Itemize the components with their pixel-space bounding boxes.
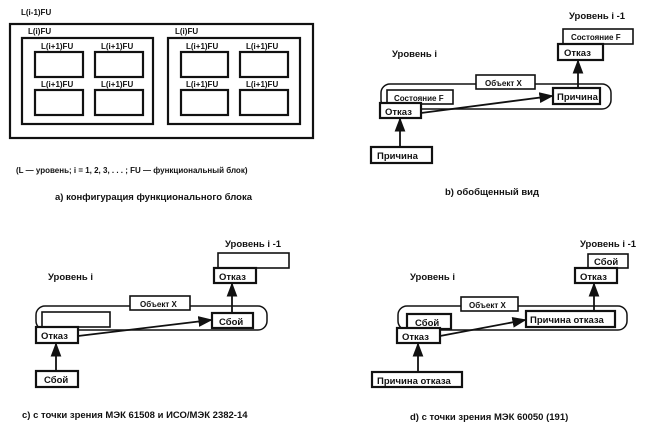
inner-fu-box xyxy=(93,50,145,79)
right-cause-text: Причина xyxy=(557,92,599,103)
bottom-cause-box xyxy=(370,370,464,389)
bottom-cause-box xyxy=(369,145,434,165)
arrow-failure-to-cause xyxy=(420,92,554,114)
level-lower-label: Уровень i xyxy=(48,272,93,283)
caption-d: d) с точки зрения МЭК 60050 (191) xyxy=(410,412,568,423)
level-upper-label: Уровень i -1 xyxy=(580,239,637,250)
object-box xyxy=(129,295,191,311)
inner-fu-label: L(i+1)FU xyxy=(101,80,133,89)
right-fault-text: Сбой xyxy=(219,317,243,328)
lower-failure-text: Отказ xyxy=(41,331,68,342)
upper-failure-text: Отказ xyxy=(564,48,591,59)
right-cause-text: Причина отказа xyxy=(530,315,604,326)
panel-b: Уровень i -1 Состояние F Отказ Уровень i… xyxy=(369,11,634,198)
outer-fu-label: L(i-1)FU xyxy=(21,8,51,17)
inner-fu-label: L(i+1)FU xyxy=(41,42,73,51)
panel-c: Уровень i -1 Отказ Уровень i Объект X От… xyxy=(22,239,290,421)
caption-b: b) обобщенный вид xyxy=(445,187,539,198)
inner-fu-label: L(i+1)FU xyxy=(101,42,133,51)
object-text: Объект X xyxy=(140,300,177,309)
mid-fu-label: L(i)FU xyxy=(28,27,51,36)
inner-fu-box xyxy=(238,50,290,79)
bottom-fault-box xyxy=(34,369,80,389)
inner-fu-box xyxy=(179,50,230,79)
inner-fu-label: L(i+1)FU xyxy=(246,42,278,51)
legend-text: (L — уровень; i = 1, 2, 3, . . . ; FU — … xyxy=(16,166,248,175)
object-text: Объект X xyxy=(469,301,506,310)
panel-a: L(i-1)FU L(i)FU L(i)FU L(i+1)FU L(i+1)FU… xyxy=(8,8,315,203)
caption-c: c) с точки зрения МЭК 61508 и ИСО/МЭК 23… xyxy=(22,410,248,421)
inner-fu-box xyxy=(33,50,85,79)
level-lower-label: Уровень i xyxy=(392,49,437,60)
upper-empty-box xyxy=(217,252,290,269)
inner-fu-label: L(i+1)FU xyxy=(41,80,73,89)
inner-fu-label: L(i+1)FU xyxy=(186,80,218,89)
upper-fault-text: Сбой xyxy=(594,257,618,268)
bottom-cause-text: Причина xyxy=(377,151,419,162)
upper-failure-text: Отказ xyxy=(580,272,607,283)
level-lower-label: Уровень i xyxy=(410,272,455,283)
inner-fu-label: L(i+1)FU xyxy=(186,42,218,51)
lower-empty-box xyxy=(41,311,111,328)
inner-fu-box xyxy=(33,88,85,117)
inner-fu-box xyxy=(238,88,290,117)
lower-failure-text: Отказ xyxy=(385,107,412,118)
upper-failure-text: Отказ xyxy=(219,272,246,283)
lower-fault-text: Сбой xyxy=(415,318,439,329)
bottom-cause-text: Причина отказа xyxy=(377,376,451,387)
panel-d: Уровень i -1 Сбой Отказ Уровень i Объект… xyxy=(370,239,637,423)
object-box xyxy=(460,296,519,312)
arrow-failure-to-cause xyxy=(439,317,527,337)
bottom-fault-text: Сбой xyxy=(44,375,68,386)
object-text: Объект X xyxy=(485,79,522,88)
level-upper-label: Уровень i -1 xyxy=(225,239,282,250)
mid-fu-label: L(i)FU xyxy=(175,27,198,36)
inner-fu-box xyxy=(179,88,230,117)
lower-state-text: Состояние F xyxy=(394,94,444,103)
lower-failure-text: Отказ xyxy=(402,332,429,343)
inner-fu-box xyxy=(93,88,145,117)
inner-fu-label: L(i+1)FU xyxy=(246,80,278,89)
arrow-failure-to-fault xyxy=(77,316,213,337)
level-upper-label: Уровень i -1 xyxy=(569,11,626,22)
upper-state-text: Состояние F xyxy=(571,33,621,42)
object-box xyxy=(475,74,536,90)
caption-a: a) конфигурация функционального блока xyxy=(55,192,253,203)
